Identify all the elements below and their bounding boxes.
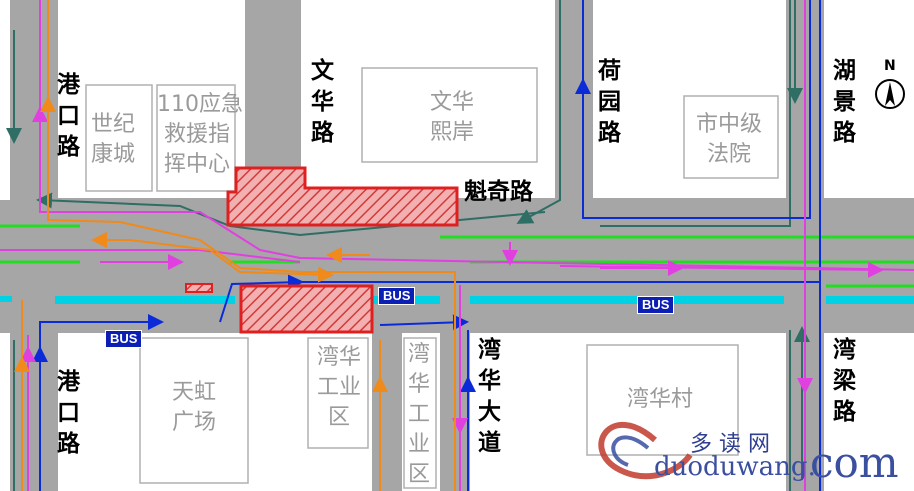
area-label-wanhua-village: 湾华村 <box>627 387 694 412</box>
watermark-domain: duoduwang. <box>654 452 816 482</box>
construction-zone-small <box>185 283 213 293</box>
road-label-wanliang: 湾 梁 路 <box>833 337 856 425</box>
watermark-logo-icon <box>598 422 693 480</box>
bus-label: BUS <box>378 287 416 305</box>
heyuan-road <box>555 0 593 200</box>
area-label-court: 市中级 法院 <box>696 112 763 167</box>
bus-label: BUS <box>637 296 675 314</box>
compass-north-label: N <box>884 58 896 74</box>
area-label-shiji: 世纪 康城 <box>91 112 136 167</box>
road-label-heyuan: 荷 园 路 <box>598 58 621 146</box>
area-label-tianhong: 天虹 广场 <box>172 380 217 435</box>
orange-routes <box>14 0 456 491</box>
industrial-road <box>372 330 402 491</box>
road-label-hujing: 湖 景 路 <box>833 58 856 146</box>
area-label-industrial-1: 湾华 工业 区 <box>317 345 362 430</box>
road-label-wenhua: 文 华 路 <box>311 58 334 146</box>
green-lanes <box>0 224 914 288</box>
construction-zones <box>185 166 459 334</box>
construction-zone-south <box>239 284 374 334</box>
road-label-ganggu-south: 港 口 路 <box>57 369 80 457</box>
road-label-wanhua-avenue: 湾 华 大 道 <box>478 337 501 456</box>
area-label-industrial-2: 湾 华 工 业 区 <box>408 342 431 487</box>
construction-zone-north <box>226 166 459 227</box>
building-outlines <box>85 67 779 489</box>
ganggu-road <box>10 0 58 491</box>
area-label-wenhua-xian: 文华 熙岸 <box>430 90 475 145</box>
road-label-ganggu-north: 港 口 路 <box>57 72 80 160</box>
watermark-cn: 多 读 网 <box>690 432 770 457</box>
watermark-suffix: com <box>810 438 899 487</box>
bus-label: BUS <box>105 330 143 348</box>
blue-routes <box>32 0 821 491</box>
area-label-rescue-center: 110应急 救援指 挥中心 <box>157 92 243 177</box>
compass-icon <box>875 79 905 109</box>
road-label-kuiqi: 魁奇路 <box>464 179 533 205</box>
